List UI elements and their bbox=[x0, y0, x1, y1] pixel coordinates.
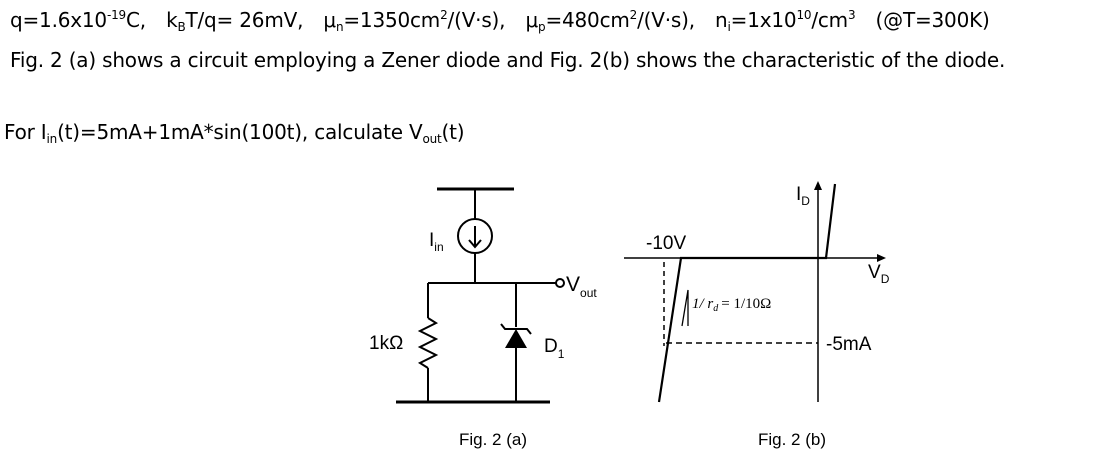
constant-thermal-voltage: kBT/q= 26mV, bbox=[166, 8, 304, 34]
constant-q: q=1.6x10-19C, bbox=[10, 8, 146, 32]
diode-label: D1 bbox=[544, 336, 565, 361]
given-constants: q=1.6x10-19C, kBT/q= 26mV, μn=1350cm2/(V… bbox=[10, 8, 990, 34]
vout-terminal-icon bbox=[555, 278, 565, 288]
vout-label: Vout bbox=[566, 273, 597, 300]
fig-b-caption: Fig. 2 (b) bbox=[758, 430, 826, 449]
fig-a-caption: Fig. 2 (a) bbox=[459, 430, 527, 449]
diode-characteristic-curve bbox=[657, 183, 837, 403]
id-axis-arrow-icon bbox=[814, 181, 822, 190]
constant-electron-mobility: μn=1350cm2/(V·s), bbox=[323, 8, 506, 34]
breakdown-voltage-label: -10V bbox=[646, 233, 686, 254]
constant-temperature: (@T=300K) bbox=[875, 8, 990, 32]
current-marker-label: -5mA bbox=[826, 334, 872, 355]
constant-intrinsic-concentration: ni=1x1010/cm3 bbox=[715, 8, 856, 34]
id-axis-label: ID bbox=[796, 184, 810, 208]
zener-diode-icon bbox=[500, 323, 532, 348]
source-label: Iin bbox=[429, 230, 444, 254]
vd-axis-arrow-icon bbox=[877, 254, 886, 262]
problem-question: For Iin(t)=5mA+1mA*sin(100t), calculate … bbox=[4, 120, 465, 146]
resistor-icon bbox=[417, 317, 439, 369]
resistor-label: 1kΩ bbox=[369, 333, 403, 354]
vd-axis-label: VD bbox=[868, 262, 890, 286]
current-source-arrowhead-icon bbox=[468, 239, 482, 249]
constant-hole-mobility: μp=480cm2/(V·s), bbox=[525, 8, 695, 34]
slope-triangle bbox=[681, 289, 689, 327]
slope-label: 1/ rd= 1/10Ω bbox=[692, 296, 771, 314]
problem-description: Fig. 2 (a) shows a circuit employing a Z… bbox=[10, 48, 1006, 72]
